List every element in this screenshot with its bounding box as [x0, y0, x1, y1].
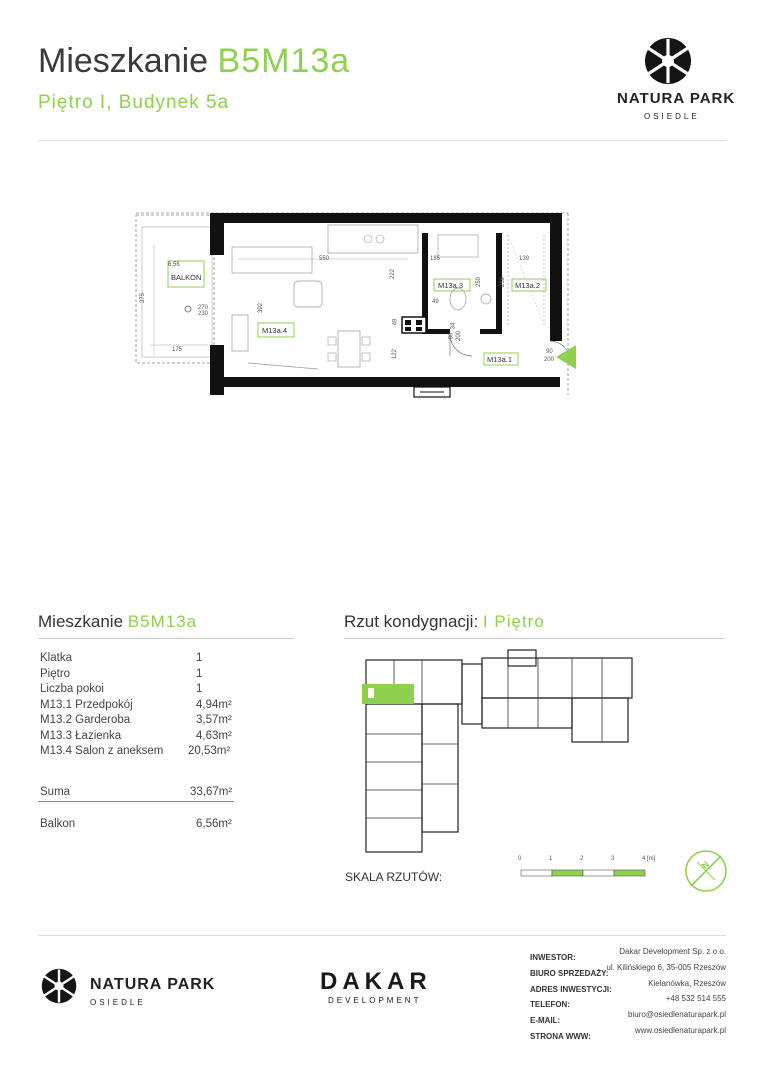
balcony-label: BALKON — [171, 273, 202, 282]
balcony-row: Balkon 6,56m² — [40, 818, 232, 830]
dim-139: 139 — [519, 256, 530, 262]
detail-row: Liczba pokoi 1 — [40, 683, 203, 695]
detail-row: Klatka 1 — [40, 652, 203, 664]
page-subtitle: Piętro I, Budynek 5a — [38, 92, 230, 113]
dim-222: 222 — [390, 268, 397, 280]
building-key-plan — [358, 648, 640, 858]
details-apartment-code: B5M13a — [127, 612, 198, 631]
details-divider — [38, 638, 294, 639]
balcony-area: 6,56 — [168, 262, 180, 268]
header-divider — [38, 140, 726, 141]
footer-brand-sub: OSIEDLE — [90, 998, 146, 1007]
room-label-m13a2: M13a.2 — [515, 281, 541, 290]
sum-underline — [38, 801, 234, 802]
window-dim-230: 230 — [198, 311, 209, 317]
detail-row: Piętro 1 — [40, 667, 203, 680]
dim-122: 122 — [392, 348, 399, 360]
window-dim-270: 270 — [198, 305, 209, 311]
compass-icon: N — [683, 848, 729, 894]
footer-divider — [38, 935, 726, 936]
scale-label: SKALA RZUTÓW: — [345, 870, 443, 884]
natura-park-logo-icon — [640, 36, 696, 86]
dim-185: 185 — [430, 256, 441, 262]
floor-value: I Piętro — [482, 612, 545, 631]
details-title: Mieszkanie B5M13a — [38, 612, 198, 631]
footer-natura-logo-icon — [38, 966, 80, 1006]
info-row: STRONA WWW: www.osiedlenaturapark.pl — [530, 1025, 726, 1041]
info-row: BIURO SPRZEDAŻY: ul. Kilińskiego 6, 35-0… — [530, 962, 726, 978]
door-dim-200-b: 200 — [544, 357, 555, 363]
dim-34: 34 — [450, 322, 457, 330]
details-list: Klatka 1 Piętro 1 Liczba pokoi 1 M13.1 P… — [40, 652, 240, 761]
door-dim-90: 90 — [546, 349, 553, 355]
title-prefix: Mieszkanie — [38, 42, 209, 80]
investor-info: INWESTOR: Dakar Development Sp. z o.o. B… — [530, 947, 726, 1042]
dim-49-b: 49 — [432, 299, 439, 305]
info-row: TELEFON: +48 532 514 555 — [530, 994, 726, 1010]
detail-row: M13.4 Salon z aneksem 20,53m² — [40, 745, 231, 757]
page-title: Mieszkanie B5M13a — [38, 42, 350, 81]
dim-259-a: 259 — [476, 276, 483, 288]
detail-row: M13.1 Przedpokój 4,94m² — [40, 698, 232, 711]
scale-bar: 0 1 2 3 4 [m] — [518, 856, 658, 886]
detail-row: M13.3 Łazienka 4,63m² — [40, 729, 232, 742]
apartment-code: B5M13a — [217, 42, 351, 80]
door-dim-200-a: 200 — [456, 330, 463, 342]
dim-49-a: 49 — [392, 318, 399, 326]
dim-259-b: 259 — [500, 276, 507, 288]
floor-divider — [344, 638, 724, 639]
info-row: ADRES INWESTYCJI: Kielanówka, Rzeszów — [530, 978, 726, 994]
floor-title: Rzut kondygnacji: I Piętro — [344, 612, 545, 631]
room-label-m13a4: M13a.4 — [262, 326, 288, 335]
door-dim-80: 80 — [448, 332, 455, 340]
dim-175: 175 — [172, 347, 183, 353]
info-row: INWESTOR: Dakar Development Sp. z o.o. — [530, 947, 726, 962]
dakar-sub: DEVELOPMENT — [328, 996, 422, 1005]
detail-row: M13.2 Garderoba 3,57m² — [40, 714, 232, 726]
footer-brand-name: NATURA PARK — [90, 976, 216, 993]
apartment-floor-plan: 550 185 139 375 175 392 222 259 259 49 4… — [128, 205, 578, 410]
brand-name: NATURA PARK — [617, 90, 736, 107]
dakar-logo: DAKAR — [320, 968, 432, 995]
sum-row: Suma 33,67m² — [40, 786, 233, 798]
room-label-m13a1: M13a.1 — [487, 355, 513, 364]
brand-sub: OSIEDLE — [644, 112, 700, 121]
dim-375: 375 — [140, 292, 147, 304]
room-label-m13a3: M13a.3 — [438, 281, 464, 290]
dim-550: 550 — [319, 256, 330, 262]
dim-392: 392 — [258, 302, 265, 314]
info-row: E-MAIL: biuro@osiedlenaturapark.pl — [530, 1010, 726, 1026]
